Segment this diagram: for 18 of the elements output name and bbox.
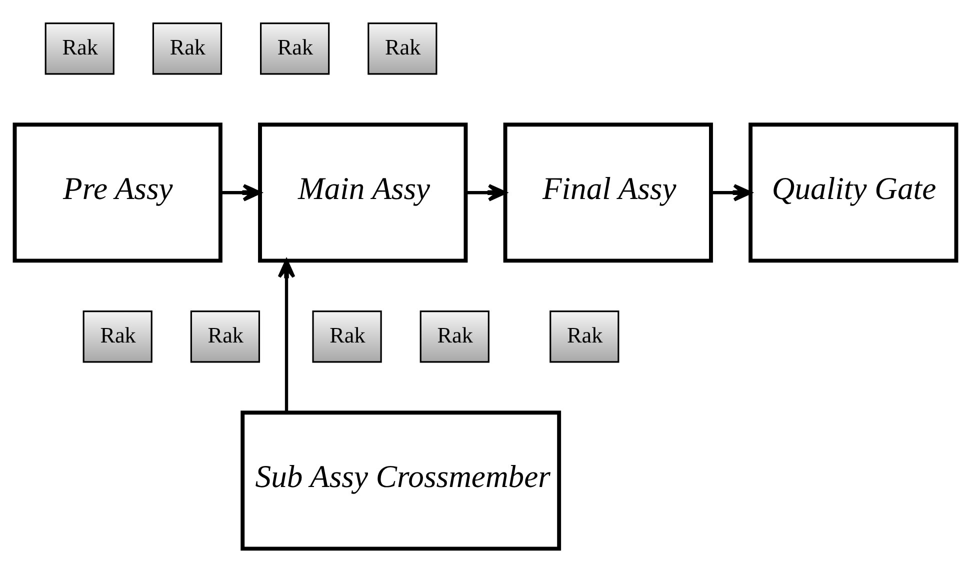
node-box: Rak [190, 310, 260, 363]
node-box: Rak [152, 22, 222, 75]
node-box: Rak [44, 22, 114, 75]
arrow [220, 184, 262, 202]
node-box: Rak [312, 310, 382, 363]
node-box: Sub Assy Crossmember [240, 410, 562, 551]
node-box: Quality Gate [748, 122, 958, 263]
node-box: Rak [550, 310, 620, 363]
node-box: Main Assy [258, 122, 468, 263]
node-box: Rak [368, 22, 438, 75]
arrow [466, 184, 507, 202]
node-box: Rak [260, 22, 330, 75]
node-box: Rak [420, 310, 490, 363]
node-box: Rak [82, 310, 152, 363]
node-box: Final Assy [503, 122, 713, 263]
node-box: Pre Assy [12, 122, 222, 263]
arrow [278, 259, 296, 412]
arrow [711, 184, 752, 202]
